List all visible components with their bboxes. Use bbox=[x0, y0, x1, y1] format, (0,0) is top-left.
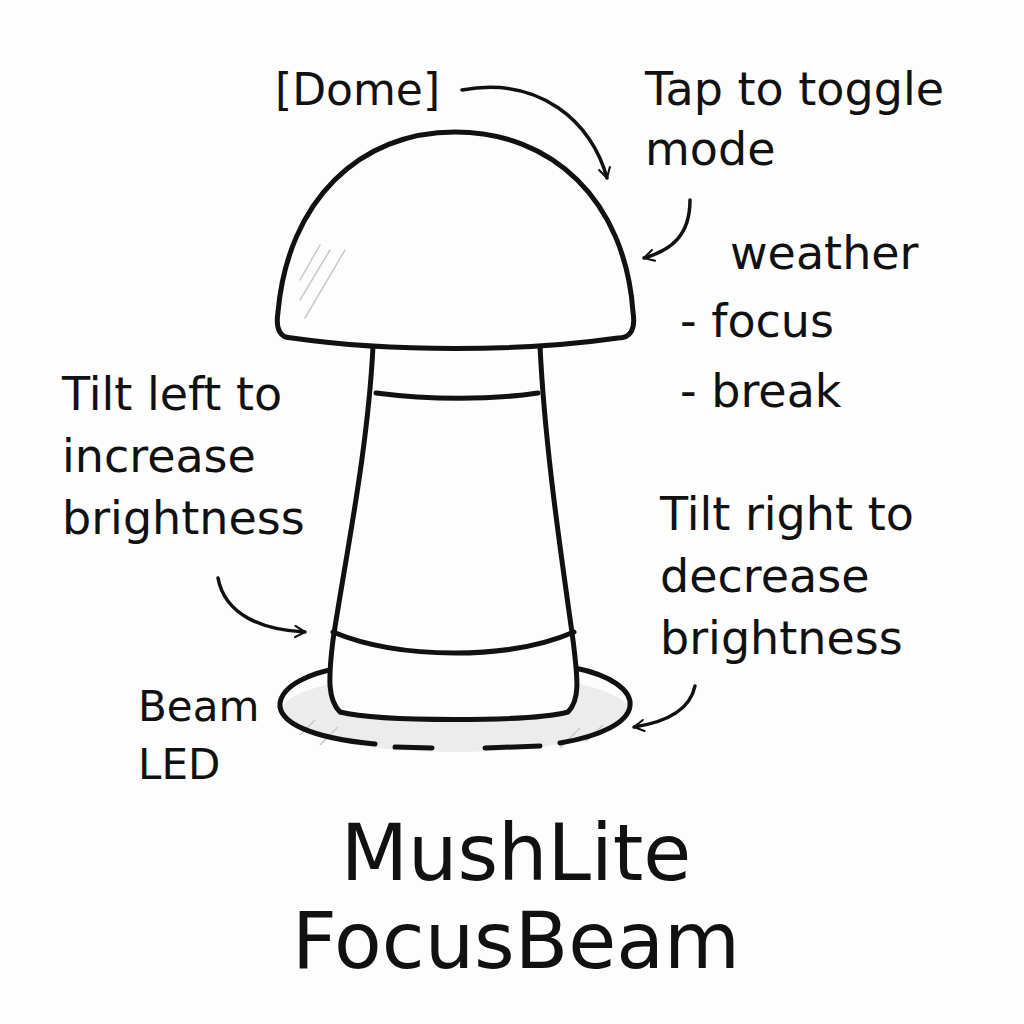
leader-arrow bbox=[634, 686, 695, 727]
leader-arrow bbox=[644, 200, 690, 258]
mode-item-slot: - break bbox=[680, 361, 841, 421]
part-label-slot: Beam LED bbox=[138, 678, 259, 794]
callout-note: Tilt left to increase brightness bbox=[62, 363, 305, 549]
product-title-slot: MushLite FocusBeam bbox=[4, 809, 1024, 985]
base-ring bbox=[485, 746, 540, 748]
lamp-stem bbox=[330, 346, 577, 720]
callout-note-slot: Tap to toggle mode bbox=[645, 59, 944, 179]
leader-arrow bbox=[218, 578, 305, 632]
part-label-slot: [Dome] bbox=[275, 60, 440, 120]
part-label: [Dome] bbox=[275, 60, 440, 120]
part-label: Beam LED bbox=[138, 678, 259, 794]
stem-band bbox=[376, 393, 538, 398]
mode-item-slot: - focus bbox=[680, 291, 834, 351]
mode-item: weather bbox=[730, 223, 919, 283]
stem-band bbox=[333, 632, 574, 653]
callout-note-slot: Tilt right to decrease brightness bbox=[660, 483, 914, 669]
mode-item-slot: weather bbox=[730, 223, 919, 283]
leader-arrow bbox=[462, 87, 607, 178]
mode-item: - focus bbox=[680, 291, 834, 351]
mode-item: - break bbox=[680, 361, 841, 421]
dome-hatching bbox=[300, 245, 345, 318]
lamp-dome bbox=[277, 132, 633, 349]
product-title: MushLite FocusBeam bbox=[4, 809, 1024, 985]
base-ring bbox=[395, 747, 432, 748]
callout-note-slot: Tilt left to increase brightness bbox=[62, 363, 305, 549]
callout-note: Tilt right to decrease brightness bbox=[660, 483, 914, 669]
callout-note: Tap to toggle mode bbox=[645, 59, 944, 179]
